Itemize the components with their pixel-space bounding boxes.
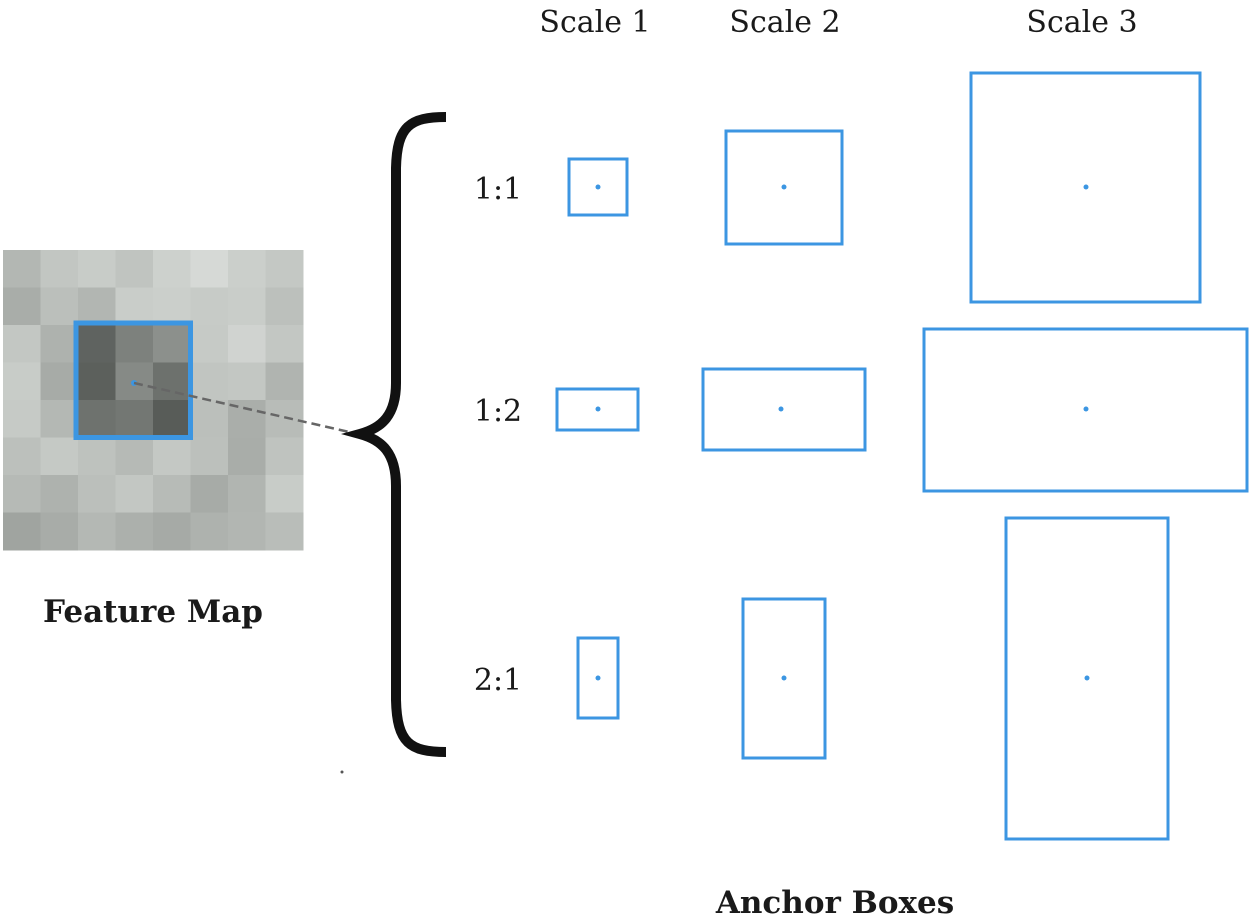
anchor-box-1-2-scale-3: [922, 327, 1249, 493]
anchor-center-dot: [1083, 184, 1089, 190]
feature-map-cell: [190, 250, 229, 288]
feature-map-cell: [3, 400, 41, 438]
feature-map-cell: [153, 250, 191, 288]
feature-map-cell: [115, 512, 154, 551]
feature-map-cell: [190, 437, 229, 476]
anchor-center-dot: [595, 406, 601, 412]
feature-map-cell: [3, 437, 41, 476]
feature-map-cell: [153, 475, 191, 513]
feature-map-cell: [40, 250, 79, 288]
feature-map-cell: [228, 475, 266, 513]
feature-map-cell: [40, 400, 79, 438]
column-header-scale-1: Scale 1: [539, 5, 650, 40]
feature-map-cell: [78, 250, 116, 288]
anchor-box-2-1-scale-1: [576, 636, 620, 720]
anchor-box-1-1-scale-1: [567, 157, 629, 217]
anchor-center-dot: [595, 184, 601, 190]
feature-map: [3, 250, 304, 551]
feature-map-cell: [190, 287, 229, 326]
feature-map-cell: [3, 250, 41, 288]
feature-map-cell: [40, 437, 79, 476]
feature-map-cell: [190, 362, 229, 401]
feature-map-cell: [115, 250, 154, 288]
anchor-center-dot: [781, 675, 787, 681]
feature-map-highlight-window: [73, 320, 193, 440]
feature-map-cell: [78, 437, 116, 476]
feature-map-cell: [265, 400, 304, 438]
anchor-center-dot: [778, 406, 784, 412]
feature-map-cell: [3, 512, 41, 551]
feature-map-cell: [3, 287, 41, 326]
anchor-center-dot: [595, 675, 601, 681]
feature-map-cell: [78, 475, 116, 513]
feature-map-cell: [3, 475, 41, 513]
feature-map-cell: [115, 437, 154, 476]
feature-map-cell: [265, 512, 304, 551]
feature-map-cell: [115, 287, 154, 326]
feature-map-cell: [115, 475, 154, 513]
anchor-box-1-2-scale-2: [701, 367, 867, 452]
anchor-box-1-1-scale-2: [724, 129, 844, 246]
column-header-scale-3: Scale 3: [1026, 5, 1137, 40]
feature-map-cell: [153, 437, 191, 476]
feature-map-cell: [265, 362, 304, 401]
connector-dashed-line: [133, 381, 359, 436]
feature-map-cell: [78, 400, 116, 438]
anchor-box-2-1-scale-2: [741, 597, 827, 760]
feature-map-label: Feature Map: [43, 594, 263, 630]
curly-brace: [341, 112, 447, 757]
feature-map-cell: [40, 512, 79, 551]
feature-map-cell: [190, 475, 229, 513]
feature-map-cell: [153, 400, 191, 438]
feature-map-cell: [40, 325, 79, 363]
anchor-box-2-1-scale-3: [1004, 516, 1170, 841]
feature-map-cell: [153, 512, 191, 551]
row-label-1-1: 1:1: [474, 172, 522, 207]
feature-map-cell: [228, 250, 266, 288]
row-label-1-2: 1:2: [474, 394, 522, 429]
feature-map-cell: [265, 437, 304, 476]
feature-map-cell: [265, 475, 304, 513]
anchor-center-dot: [781, 184, 787, 190]
anchor-boxes-label: Anchor Boxes: [715, 885, 954, 921]
anchor-box-1-1-scale-3: [969, 71, 1202, 304]
feature-map-cell: [265, 287, 304, 326]
feature-map-cell: [190, 400, 229, 438]
feature-map-cell: [115, 325, 154, 363]
feature-map-cell: [3, 362, 41, 401]
feature-map-cell: [228, 362, 266, 401]
feature-map-cell: [153, 287, 191, 326]
feature-map-cell: [40, 362, 79, 401]
feature-map-cell: [40, 475, 79, 513]
anchor-center-dot: [1083, 406, 1089, 412]
feature-map-cell: [78, 512, 116, 551]
feature-map-cell: [40, 287, 79, 326]
feature-map-cell: [228, 437, 266, 476]
feature-map-cell: [265, 250, 304, 288]
feature-map-cell: [265, 325, 304, 363]
feature-map-cell: [228, 325, 266, 363]
column-header-scale-2: Scale 2: [729, 5, 840, 40]
anchor-box-1-2-scale-1: [555, 387, 640, 432]
feature-map-cell: [3, 325, 41, 363]
stray-dot: [340, 770, 344, 774]
feature-map-cell: [190, 325, 229, 363]
anchor-center-dot: [1084, 675, 1090, 681]
feature-map-cell: [228, 512, 266, 551]
row-label-2-1: 2:1: [474, 663, 522, 698]
feature-map-cell: [228, 287, 266, 326]
feature-map-cell: [78, 325, 116, 363]
feature-map-cell: [153, 325, 191, 363]
feature-map-cell: [153, 362, 191, 401]
feature-map-cell: [115, 400, 154, 438]
feature-map-cell: [78, 287, 116, 326]
feature-map-cell: [78, 362, 116, 401]
feature-map-cell: [190, 512, 229, 551]
